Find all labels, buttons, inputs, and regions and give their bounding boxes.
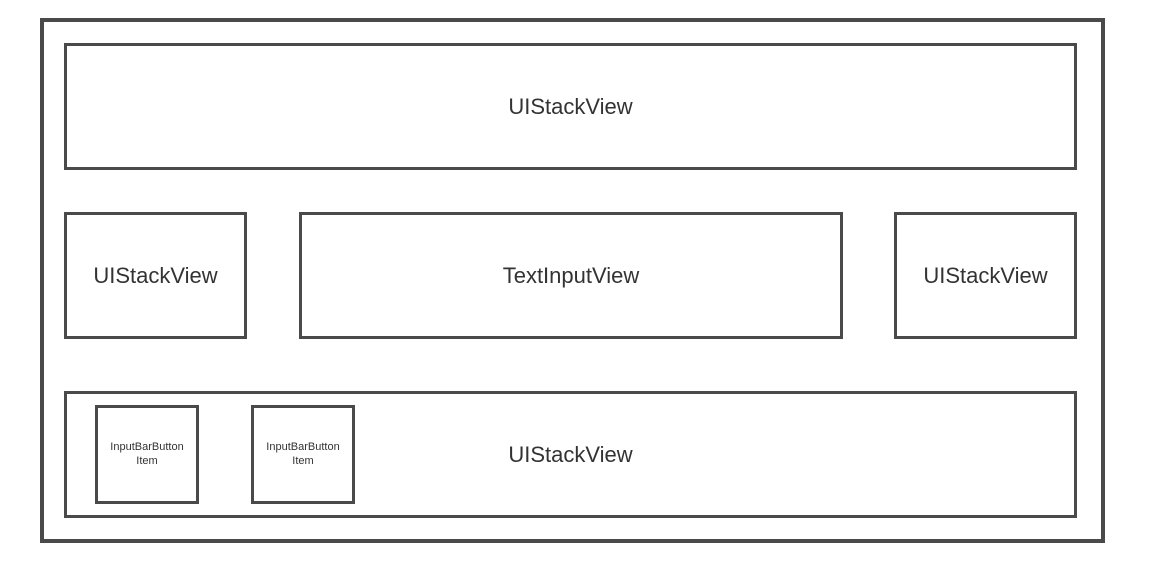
input-bar-button-item-1: InputBarButton Item [95,405,199,504]
text-input-view: TextInputView [299,212,843,339]
right-stack-view: UIStackView [894,212,1077,339]
left-stack-view-label: UIStackView [93,262,218,288]
input-bar-button-item-2: InputBarButton Item [251,405,355,504]
text-input-view-label: TextInputView [502,262,640,288]
left-stack-view: UIStackView [64,212,247,339]
top-stack-view-label: UIStackView [508,93,633,119]
right-stack-view-label: UIStackView [923,262,1048,288]
input-bar-button-item-1-label: InputBarButton Item [110,440,184,467]
bottom-stack-view [64,391,1077,518]
input-bar-button-item-2-label: InputBarButton Item [266,440,340,467]
top-stack-view: UIStackView [64,43,1077,170]
